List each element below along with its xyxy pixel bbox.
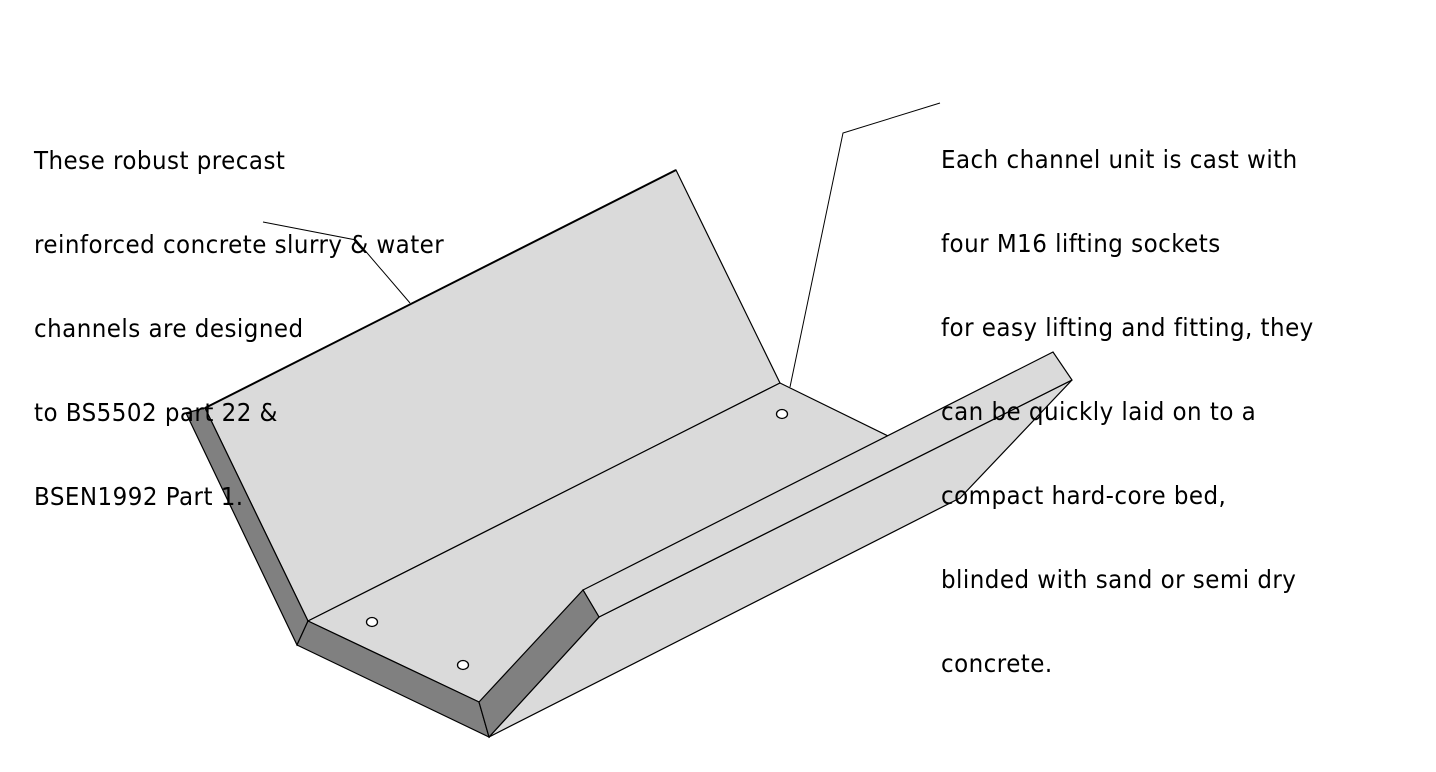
left-annotation-line: channels are designed (34, 314, 304, 343)
left-annotation-line: reinforced concrete slurry & water (34, 230, 445, 259)
right-annotation-line: blinded with sand or semi dry (941, 565, 1297, 594)
right-annotation-line: Each channel unit is cast with (941, 145, 1298, 174)
right-leader-line (789, 102, 941, 388)
left-annotation: These robust precast reinforced concrete… (34, 91, 444, 539)
lifting-socket-icon (456, 659, 470, 671)
right-annotation: Each channel unit is cast with four M16 … (941, 90, 1314, 706)
lifting-socket-icon (365, 616, 379, 628)
right-wall-end-face (478, 589, 600, 739)
left-annotation-line: to BS5502 part 22 & (34, 398, 278, 427)
right-annotation-line: can be quickly laid on to a (941, 397, 1257, 426)
right-annotation-line: for easy lifting and fitting, they (941, 313, 1314, 342)
left-annotation-line: These robust precast (34, 146, 286, 175)
left-leader-line (262, 221, 411, 304)
right-annotation-line: four M16 lifting sockets (941, 229, 1221, 258)
right-annotation-line: concrete. (941, 649, 1053, 678)
right-annotation-line: compact hard-core bed, (941, 481, 1227, 510)
left-annotation-line: BSEN1992 Part 1. (34, 482, 244, 511)
lifting-socket-icon (775, 408, 789, 420)
